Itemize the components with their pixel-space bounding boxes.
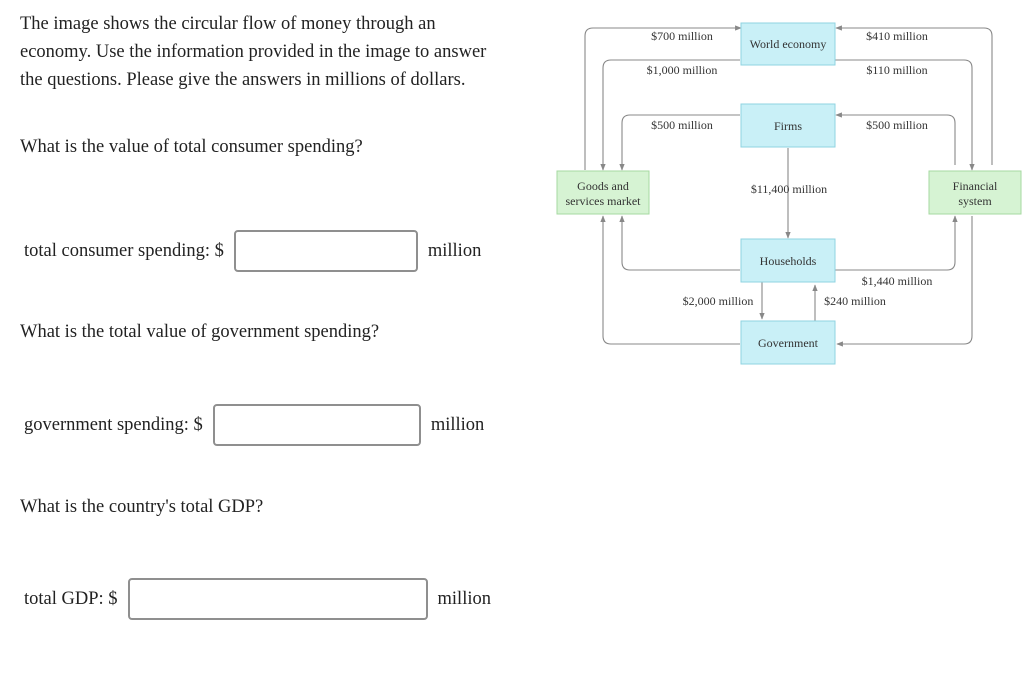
flow-label-11400: $11,400 million <box>751 182 827 196</box>
consumer-spending-unit: million <box>427 240 482 261</box>
total-gdp-label: total GDP: $ <box>24 588 118 609</box>
government-spending-input[interactable] <box>212 404 421 446</box>
answer-row-government-spending: government spending: $ million <box>24 402 484 448</box>
flow-label-1000: $1,000 million <box>647 63 718 77</box>
answer-row-total-gdp: total GDP: $ million <box>24 576 491 622</box>
government-spending-label: government spending: $ <box>24 414 203 435</box>
question-consumer-spending: What is the value of total consumer spen… <box>20 137 363 157</box>
flow-label-firms-goods-500: $500 million <box>651 118 713 132</box>
flow-label-fin-firms-500: $500 million <box>866 118 928 132</box>
flow-line-1000 <box>600 59 740 171</box>
flow-line-1440 <box>835 215 958 271</box>
financial-label-line1: Financial <box>953 179 998 193</box>
flow-line-gov-goods <box>600 215 740 345</box>
flow-line-firms-goods <box>619 114 740 171</box>
goods-market-label-line1: Goods and <box>577 179 629 193</box>
intro-paragraph: The image shows the circular flow of mon… <box>20 14 487 90</box>
government-spending-unit: million <box>430 414 485 435</box>
total-gdp-unit: million <box>437 588 491 609</box>
flow-label-110: $110 million <box>866 63 927 77</box>
node-government: Government <box>740 320 836 365</box>
flow-label-700: $700 million <box>651 29 713 43</box>
node-world-economy: World economy <box>740 22 836 66</box>
flow-line-410 <box>835 25 993 165</box>
question-total-gdp: What is the country's total GDP? <box>20 497 264 517</box>
consumer-spending-input[interactable] <box>233 230 418 272</box>
flow-label-240: $240 million <box>824 294 886 308</box>
flow-line-700 <box>584 25 742 170</box>
goods-market-label-line2: services market <box>566 194 642 208</box>
node-households: Households <box>740 238 836 283</box>
world-economy-label: World economy <box>750 37 827 51</box>
households-label: Households <box>760 254 817 268</box>
flow-label-1440: $1,440 million <box>862 274 933 288</box>
flow-label-410: $410 million <box>866 29 928 43</box>
answer-row-consumer-spending: total consumer spending: $ million <box>24 228 481 274</box>
government-label: Government <box>758 336 819 350</box>
flow-line-110 <box>835 59 975 171</box>
flow-line-fin-firms <box>835 112 956 165</box>
node-financial-system: Financial system <box>928 170 1022 215</box>
question-government-spending: What is the total value of government sp… <box>20 322 380 342</box>
flow-line-households-goods <box>619 215 740 271</box>
firms-label: Firms <box>774 119 802 133</box>
financial-label-line2: system <box>958 194 992 208</box>
node-goods-services-market: Goods and services market <box>556 170 650 215</box>
flow-label-2000: $2,000 million <box>683 294 754 308</box>
node-firms: Firms <box>740 103 836 148</box>
consumer-spending-label: total consumer spending: $ <box>24 240 224 261</box>
flow-line-fin-gov <box>836 216 973 347</box>
total-gdp-input[interactable] <box>127 578 428 620</box>
